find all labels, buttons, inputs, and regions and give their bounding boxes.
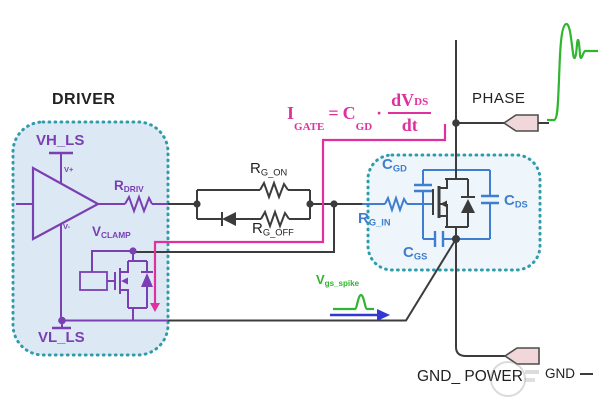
c-ds-label: CDS (504, 192, 528, 210)
clamp-tap-wire (135, 204, 335, 253)
r-g-in-label: RG_IN (358, 210, 391, 228)
gate-current-loop (150, 124, 447, 312)
r-driv-label: RDRIV (114, 178, 144, 195)
vgs-spike-annotation (330, 293, 390, 321)
watermark (490, 361, 539, 397)
r-g-off-diode (222, 212, 236, 226)
network-verticals (196, 190, 311, 219)
v-clamp-label: VCLAMP (92, 224, 131, 241)
clamp-diode (141, 273, 153, 287)
phase-label: PHASE (472, 90, 526, 107)
clamp-drain-stub (120, 261, 129, 273)
junction-dots (58, 119, 460, 325)
c-gd-capacitor (414, 183, 432, 193)
clamp-mosfet-arrow (121, 277, 128, 285)
source-line-lower (455, 227, 505, 357)
power-mosfet-block-box (366, 153, 542, 272)
vgs-spike-arrowhead (377, 309, 390, 321)
r-g-on-resistor (259, 180, 289, 200)
c-gd-label: CGD (382, 156, 407, 174)
vh-ls-label: VH_LS (36, 132, 85, 149)
mosfet-cell (362, 169, 499, 247)
i-gate-arrowhead (150, 303, 160, 312)
r-g-on-label: RG_ON (250, 160, 288, 178)
r-g-in-resistor (384, 194, 408, 214)
phase-switching-waveform (547, 22, 598, 122)
power-mosfet (432, 178, 475, 228)
r-driv-resistor (124, 194, 153, 214)
vgs-spike-label: Vgs_spike (316, 272, 360, 288)
vgs-spike-pulse (333, 293, 374, 311)
body-diode (461, 199, 475, 213)
r-g-off-resistor (260, 209, 290, 229)
driver-amplifier (16, 151, 168, 330)
vl-ls-label: VL_LS (38, 329, 85, 346)
clamp-circuit (79, 250, 153, 320)
driver-title: DRIVER (52, 91, 116, 108)
c-gs-leads (422, 204, 490, 240)
source-return-wire (168, 238, 457, 322)
c-gs-label: CGS (403, 244, 428, 262)
clamp-source-stub (120, 289, 129, 308)
clamp-top-wire (91, 250, 133, 272)
v-minus-label: V- (63, 222, 71, 231)
fet-arrow (440, 200, 447, 208)
i-gate-path (153, 124, 447, 303)
phase-connector (502, 114, 539, 132)
r-g-off-label: RG_OFF (252, 220, 294, 238)
v-plus-label: V+ (64, 165, 74, 174)
gnd-label: GND (545, 366, 575, 381)
clamp-source-wire (128, 307, 147, 320)
c-ds-capacitor (481, 194, 499, 205)
c-gs-capacitor (433, 231, 445, 247)
